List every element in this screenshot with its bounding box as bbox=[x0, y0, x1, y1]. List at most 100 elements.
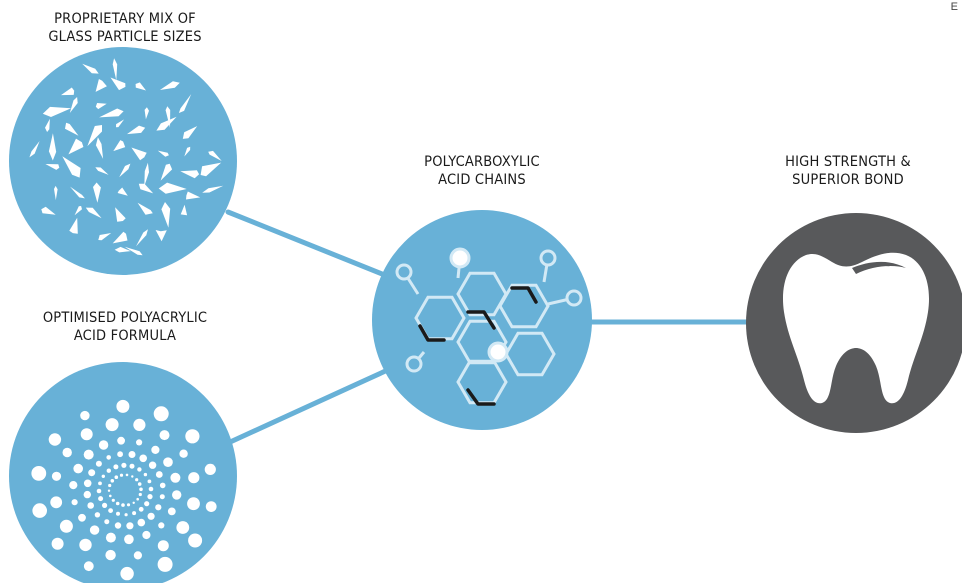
glass-shard bbox=[124, 246, 143, 256]
polymer-dot bbox=[48, 433, 62, 446]
glass-shard bbox=[74, 206, 82, 216]
molecule-node bbox=[487, 341, 509, 363]
double-bond bbox=[510, 286, 538, 304]
polymer-dot bbox=[137, 467, 142, 472]
glass-shard bbox=[54, 185, 58, 201]
glass-shard bbox=[95, 103, 107, 110]
polymer-dot bbox=[109, 494, 112, 498]
molecule-node bbox=[565, 289, 583, 307]
polymer-dot bbox=[147, 512, 155, 520]
molecule-node bbox=[395, 263, 413, 281]
polymer-dot bbox=[142, 530, 151, 540]
polymer-dot bbox=[167, 507, 176, 516]
glass-shard bbox=[135, 82, 146, 91]
glass-shard bbox=[99, 108, 124, 118]
polyacrylic-label: OPTIMISED POLYACRYLIC ACID FORMULA bbox=[10, 309, 240, 345]
glass-shard bbox=[65, 122, 79, 136]
polymer-dot bbox=[158, 522, 165, 529]
hexagon-ring bbox=[414, 295, 466, 341]
polymer-dot bbox=[104, 519, 110, 525]
polyacrylic-node bbox=[9, 362, 237, 583]
polymer-dot bbox=[59, 519, 73, 533]
glass-shard bbox=[110, 77, 126, 91]
polymer-dot bbox=[131, 475, 134, 478]
glass-particles-label-line-1: PROPRIETARY MIX OF bbox=[54, 11, 196, 27]
glass-shard bbox=[208, 150, 222, 161]
polymer-dot bbox=[125, 473, 129, 477]
glass-shard bbox=[93, 182, 101, 203]
polymer-dot bbox=[139, 454, 147, 463]
glass-shard bbox=[117, 187, 128, 196]
polymer-dot bbox=[115, 501, 120, 506]
glass-particles-label-line-2: GLASS PARTICLE SIZES bbox=[48, 29, 202, 45]
glass-shard bbox=[160, 163, 173, 181]
polymer-dot bbox=[153, 406, 169, 422]
polymer-dot bbox=[71, 499, 78, 506]
polymer-dot bbox=[137, 518, 146, 527]
polymer-dot bbox=[69, 481, 78, 490]
polymer-dot bbox=[51, 471, 62, 481]
polymer-dot bbox=[32, 503, 47, 518]
polymer-dot bbox=[132, 511, 137, 516]
molecule-node bbox=[539, 249, 557, 267]
polymer-dot bbox=[114, 522, 122, 529]
polymer-dot bbox=[151, 445, 160, 454]
polymer-dot bbox=[108, 483, 112, 488]
glass-shard bbox=[131, 147, 147, 161]
polymer-dot bbox=[136, 497, 139, 501]
polymer-dot bbox=[121, 462, 127, 468]
glass-particles-label: PROPRIETARY MIX OF GLASS PARTICLE SIZES bbox=[20, 10, 230, 46]
glass-shard bbox=[112, 58, 118, 81]
molecule-node bbox=[449, 247, 471, 269]
polymer-dot bbox=[116, 511, 120, 516]
polymer-dot bbox=[117, 436, 125, 445]
glass-shard bbox=[156, 116, 177, 131]
polymer-dot bbox=[124, 513, 128, 517]
polymer-dot bbox=[50, 496, 63, 509]
polymer-dot bbox=[95, 460, 102, 467]
strength-label: HIGH STRENGTH & SUPERIOR BOND bbox=[758, 153, 938, 189]
glass-shard bbox=[95, 79, 107, 92]
polymer-dot bbox=[188, 472, 200, 484]
polymer-dot bbox=[157, 540, 169, 552]
glass-shard bbox=[69, 97, 78, 113]
polymer-dot bbox=[96, 488, 102, 494]
polymer-dot bbox=[159, 494, 165, 500]
glass-shard bbox=[70, 186, 85, 199]
polymer-dot bbox=[126, 522, 134, 530]
glass-shard bbox=[82, 63, 99, 74]
glass-shard bbox=[85, 207, 102, 219]
polymer-dot bbox=[137, 482, 142, 486]
strength-node bbox=[746, 213, 962, 433]
glass-shard bbox=[87, 125, 102, 147]
polymer-dot bbox=[205, 501, 217, 512]
tooth-highlight bbox=[852, 261, 906, 274]
glass-shard bbox=[95, 137, 104, 159]
glass-shard bbox=[113, 140, 126, 152]
molecule-node bbox=[405, 355, 423, 373]
connectors bbox=[225, 209, 755, 446]
double-bond bbox=[418, 324, 446, 342]
glass-shard bbox=[114, 246, 131, 253]
tooth-icon bbox=[782, 252, 930, 404]
glass-shard bbox=[200, 162, 222, 177]
polymer-dot bbox=[51, 537, 64, 550]
polymer-dot bbox=[83, 479, 92, 488]
glass-shard bbox=[62, 156, 81, 178]
acid-chains-label: POLYCARBOXYLIC ACID CHAINS bbox=[392, 153, 572, 189]
polymer-dot bbox=[117, 451, 123, 458]
connector-glass-to-acid bbox=[225, 209, 395, 281]
glass-shard bbox=[41, 206, 56, 215]
polymer-dot bbox=[126, 503, 131, 507]
polymer-dot bbox=[188, 533, 203, 548]
polymer-dot bbox=[176, 521, 190, 534]
polymer-dot bbox=[159, 482, 166, 489]
glass-shard bbox=[144, 162, 149, 187]
glass-shard bbox=[45, 164, 60, 170]
glass-shard bbox=[138, 183, 154, 194]
glass-shard bbox=[180, 170, 200, 179]
glass-shard bbox=[186, 191, 201, 200]
glass-shard bbox=[116, 119, 125, 128]
polymer-dot bbox=[139, 487, 143, 492]
polymer-dot bbox=[83, 449, 94, 460]
